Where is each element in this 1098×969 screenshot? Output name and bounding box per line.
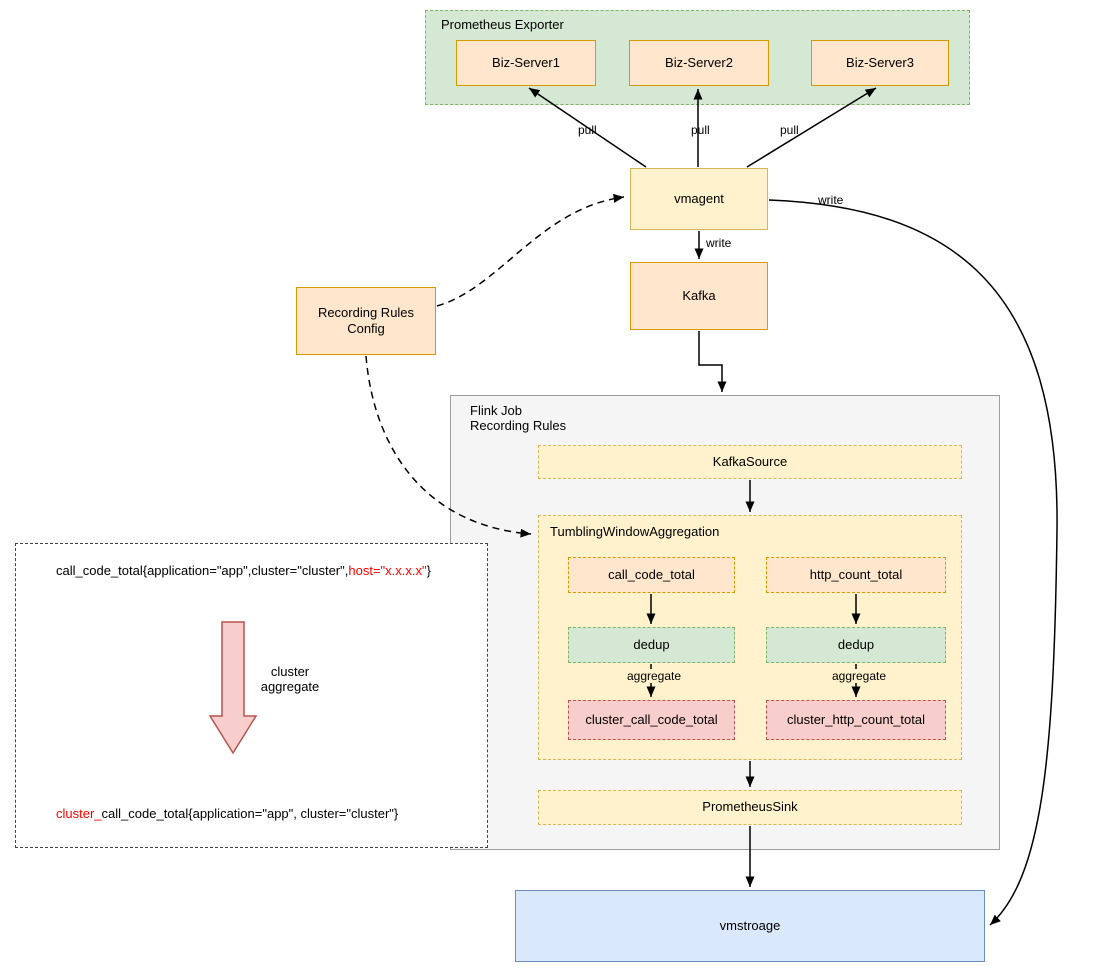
pull-label-3: pull: [780, 123, 799, 137]
write-kafka-label: write: [706, 236, 732, 250]
write-vmstorage-label: write: [818, 193, 844, 207]
biz-server1-node: Biz-Server1: [456, 40, 596, 86]
kafka-label: Kafka: [682, 287, 716, 303]
vmagent-label: vmagent: [674, 190, 724, 206]
biz-server2-label: Biz-Server2: [665, 54, 733, 70]
arrow-kafka-to-flink: [698, 331, 727, 392]
http-count-total-node: http_count_total: [766, 557, 946, 593]
kafka-source-label: KafkaSource: [712, 453, 788, 469]
annotation-line1-highlight: host="x.x.x.x": [348, 563, 427, 578]
dedup-right-node: dedup: [766, 627, 946, 663]
cluster-http-count-total-node: cluster_http_count_total: [766, 700, 946, 740]
biz-server2-node: Biz-Server2: [629, 40, 769, 86]
metric-annotation-box: call_code_total{application="app",cluste…: [15, 543, 488, 848]
prometheus-sink-label: PrometheusSink: [702, 799, 798, 815]
dedup-right-label: dedup: [837, 636, 875, 652]
pull-label-2: pull: [691, 123, 710, 137]
vmstorage-node: vmstroage: [515, 890, 985, 962]
annotation-line-input: call_code_total{application="app",cluste…: [56, 563, 431, 578]
aggregate-label-left: aggregate: [621, 669, 687, 683]
biz-server3-node: Biz-Server3: [811, 40, 949, 86]
pull-label-1: pull: [578, 123, 597, 137]
annotation-line1-prefix: call_code_total{application="app",cluste…: [56, 563, 349, 578]
prometheus-sink-node: PrometheusSink: [538, 790, 962, 825]
http-count-total-label: http_count_total: [809, 566, 903, 582]
call-code-total-node: call_code_total: [568, 557, 735, 593]
dashed-arrow-config-to-vmagent: [436, 193, 625, 307]
annotation-line1-suffix: }: [426, 563, 431, 578]
aggregate-label-right: aggregate: [826, 669, 892, 683]
flink-job-label: Flink Job Recording Rules: [470, 403, 567, 433]
tumbling-window-aggregation-label: TumblingWindowAggregation: [550, 524, 720, 539]
prometheus-exporter-group: Prometheus Exporter Biz-Server1 Biz-Serv…: [425, 10, 970, 105]
prometheus-exporter-label: Prometheus Exporter: [441, 17, 564, 32]
cluster-call-code-total-label: cluster_call_code_total: [585, 711, 718, 727]
kafka-node: Kafka: [630, 262, 768, 330]
kafka-source-node: KafkaSource: [538, 445, 962, 479]
recording-rules-config-label: Recording Rules Config: [317, 304, 415, 336]
cluster-aggregate-label: cluster aggregate: [260, 664, 320, 694]
annotation-line2-rest: call_code_total{application="app", clust…: [101, 806, 399, 821]
cluster-http-count-total-label: cluster_http_count_total: [786, 711, 926, 727]
dedup-left-label: dedup: [633, 636, 670, 652]
call-code-total-label: call_code_total: [608, 566, 695, 582]
recording-rules-config-node: Recording Rules Config: [296, 287, 436, 355]
biz-server1-label: Biz-Server1: [492, 54, 560, 70]
annotation-line2-highlight: cluster_: [56, 806, 102, 821]
cluster-call-code-total-node: cluster_call_code_total: [568, 700, 735, 740]
dedup-left-node: dedup: [568, 627, 735, 663]
vmagent-node: vmagent: [630, 168, 768, 230]
annotation-line-output: cluster_call_code_total{application="app…: [56, 806, 398, 821]
vmstorage-label: vmstroage: [719, 917, 781, 933]
biz-server3-label: Biz-Server3: [846, 54, 914, 70]
